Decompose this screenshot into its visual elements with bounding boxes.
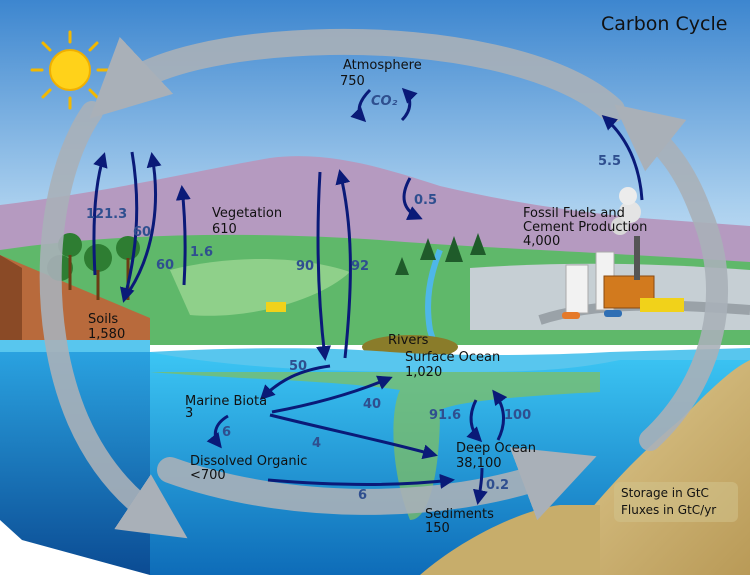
flux-deep-to-surface: 100 xyxy=(504,408,532,423)
soils-value: 1,580 xyxy=(88,327,126,342)
surface-ocean-label: Surface Ocean xyxy=(405,350,501,365)
sun-icon xyxy=(30,30,110,110)
flux-dissolved-to-deep: 6 xyxy=(358,488,368,503)
flux-soil-respiration: 121.3 xyxy=(86,207,128,222)
flux-fossil-emissions: 5.5 xyxy=(598,154,622,169)
legend-fluxes: Fluxes in GtC/yr xyxy=(621,503,717,517)
atmosphere-value: 750 xyxy=(340,74,365,89)
marine-biota-value: 3 xyxy=(185,406,194,421)
flux-plant-respiration: 60 xyxy=(156,258,175,273)
fossil-label-line2: Cement Production xyxy=(523,220,648,235)
vegetation-label: Vegetation xyxy=(212,206,283,221)
sediments-value: 150 xyxy=(425,521,450,536)
vehicles xyxy=(266,298,684,319)
flux-arrows xyxy=(92,87,644,505)
soils-label: Soils xyxy=(88,312,119,327)
flux-deep-to-sediments: 0.2 xyxy=(486,478,510,493)
flux-land-sink: 0.5 xyxy=(414,193,438,208)
legend-box: Storage in GtC Fluxes in GtC/yr xyxy=(614,482,738,522)
flux-surface-to-deep: 91.6 xyxy=(429,408,462,423)
city-buildings xyxy=(565,187,655,314)
co2-label: CO₂ xyxy=(371,94,398,109)
pine-trees xyxy=(395,233,486,275)
diagram-title: Carbon Cycle xyxy=(601,13,728,35)
flux-ocean-release: 90 xyxy=(296,259,315,274)
deep-ocean-value: 38,100 xyxy=(456,456,502,471)
marine-biota-zone xyxy=(150,372,600,520)
flux-biota-to-deep: 4 xyxy=(312,436,322,451)
marine-biota-label: Marine Biota xyxy=(185,394,268,409)
flux-land-use: 1.6 xyxy=(190,245,214,260)
fossil-label-line1: Fossil Fuels and xyxy=(523,206,625,221)
vegetation-value: 610 xyxy=(212,222,237,237)
atmosphere-label: Atmosphere xyxy=(343,58,422,73)
dissolved-organic-label: Dissolved Organic xyxy=(190,454,308,469)
dissolved-organic-value: <700 xyxy=(190,468,226,483)
ocean-left-face xyxy=(0,352,150,575)
global-cycle-arrow xyxy=(39,28,728,539)
deep-ocean-label: Deep Ocean xyxy=(456,441,536,456)
legend-storage: Storage in GtC xyxy=(621,486,709,500)
surface-ocean-value: 1,020 xyxy=(405,365,443,380)
fossil-value: 4,000 xyxy=(523,234,561,249)
soil-layer xyxy=(0,255,150,352)
rivers-label: Rivers xyxy=(388,333,429,348)
flux-land-uptake: 60 xyxy=(133,225,152,240)
sediments-label: Sediments xyxy=(425,507,494,522)
flux-surface-to-biota: 40 xyxy=(363,397,382,412)
flux-biota-to-dissolved: 6 xyxy=(222,425,232,440)
flux-ocean-uptake: 92 xyxy=(351,259,370,274)
flux-biota-to-surface: 50 xyxy=(289,359,308,374)
